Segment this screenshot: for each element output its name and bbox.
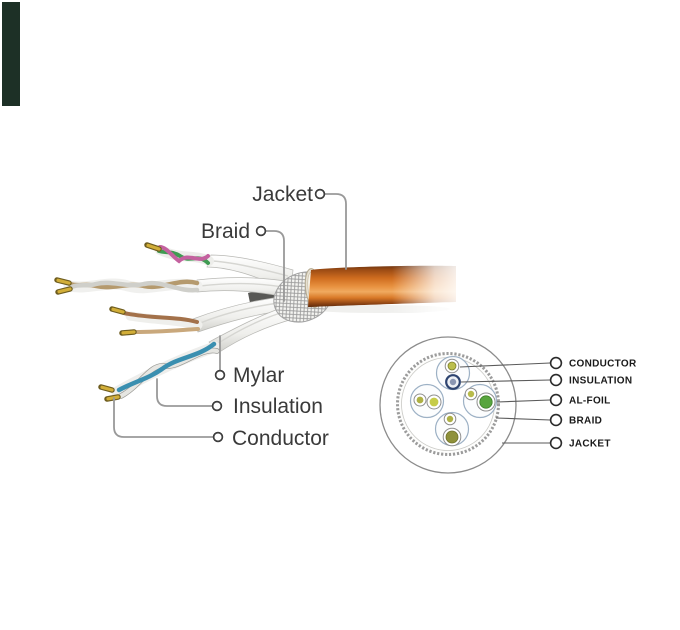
blue-wire — [116, 341, 217, 393]
conductor-tip-gold — [56, 278, 71, 285]
cs-alfoil-core-green — [479, 395, 493, 409]
magenta-wire — [158, 245, 210, 264]
label-conductor: Conductor — [232, 427, 329, 450]
twisted-pair-copper — [109, 306, 203, 336]
leader-line-jacket — [324, 193, 347, 270]
cs-leader-braid — [495, 417, 551, 421]
conductor-tip-gold — [106, 395, 120, 401]
jacket-fade — [392, 256, 470, 312]
conductor-tip-gold — [100, 385, 114, 392]
cs-conductor-core-olive — [445, 430, 459, 444]
twisted-pair-silver-tan — [54, 277, 203, 295]
callout-marker-jacket — [314, 188, 326, 200]
callout-marker-conductor — [212, 431, 224, 443]
twisted-pair-blue-white — [98, 341, 221, 402]
white-wire — [118, 348, 220, 399]
label-braid: Braid — [201, 220, 250, 243]
cs-conductor-core — [447, 361, 457, 371]
corner-banner-sliver — [2, 2, 20, 106]
label-insulation: Insulation — [233, 395, 323, 418]
copper-wire — [122, 311, 199, 324]
cs-label-conductor: CONDUCTOR — [569, 359, 637, 370]
cs-marker-alfoil — [549, 393, 563, 407]
cs-leader-alfoil — [496, 399, 551, 403]
silver-wire — [67, 280, 200, 293]
main-callouts: Jacket Braid Mylar Insulation Conductor — [113, 183, 347, 450]
callout-marker-insulation — [211, 400, 223, 412]
conductor-tip-gold — [111, 307, 125, 314]
cs-conductor-core — [416, 396, 424, 404]
leader-line-conductor — [113, 397, 214, 438]
cross-section-group: CONDUCTOR INSULATION AL-FOIL BRAID JACKE… — [379, 336, 637, 474]
leader-line-braid — [265, 230, 285, 302]
cs-conductor-core — [467, 390, 475, 398]
leader-line-insulation — [156, 378, 213, 407]
label-jacket: Jacket — [252, 183, 313, 206]
label-mylar: Mylar — [233, 364, 284, 387]
light-copper-wire — [133, 327, 200, 334]
cs-label-jacket: JACKET — [569, 439, 611, 450]
cs-label-insulation: INSULATION — [569, 376, 632, 387]
cs-marker-conductor — [549, 356, 563, 370]
cs-marker-jacket — [549, 436, 563, 450]
conductor-tip-gold — [146, 243, 161, 251]
cs-leader-conductor — [459, 362, 551, 368]
cs-conductor-core — [429, 397, 439, 407]
cs-leader-insulation — [460, 379, 551, 383]
cs-label-al-foil: AL-FOIL — [569, 396, 611, 407]
twisted-pair-green-magenta — [144, 242, 214, 266]
cs-conductor-core — [446, 415, 454, 423]
conductor-tip-gold — [57, 287, 72, 294]
mylar-shading-lines — [197, 260, 291, 347]
callout-marker-mylar — [214, 369, 226, 381]
cs-leader-lines — [459, 362, 551, 444]
conductor-tip-gold — [121, 330, 136, 335]
cs-marker-braid — [549, 413, 563, 427]
callout-marker-braid — [255, 225, 267, 237]
stripped-cable-group — [54, 242, 470, 402]
cs-insulation-core — [449, 378, 457, 386]
cs-marker-insulation — [549, 373, 563, 387]
cs-label-braid: BRAID — [569, 416, 602, 427]
